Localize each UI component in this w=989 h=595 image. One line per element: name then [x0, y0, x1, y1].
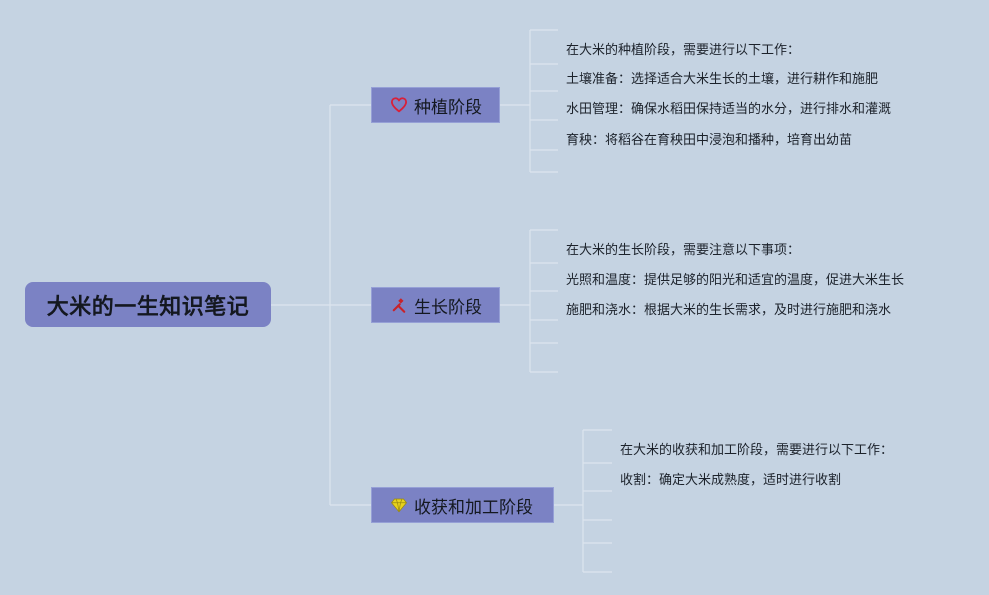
- tools-icon: [390, 296, 408, 314]
- branch-harvest-processing[interactable]: 收获和加工阶段: [371, 487, 554, 523]
- leaf-item: 在大米的生长阶段，需要注意以下事项：: [566, 243, 801, 258]
- heart-icon: [390, 96, 408, 114]
- root-topic-label: 大米的一生知识笔记: [46, 294, 250, 320]
- leaf-item: 在大米的收获和加工阶段，需要进行以下工作：: [620, 443, 894, 458]
- leaf-item: 在大米的种植阶段，需要进行以下工作：: [566, 43, 801, 58]
- leaf-item: 光照和温度：提供足够的阳光和适宜的温度，促进大米生长: [566, 273, 905, 288]
- leaf-item: 收割：确定大米成熟度，适时进行收割: [620, 473, 842, 488]
- branch-growth[interactable]: 生长阶段: [371, 287, 500, 323]
- leaf-item: 土壤准备：选择适合大米生长的土壤，进行耕作和施肥: [566, 72, 879, 87]
- diamond-icon: [390, 496, 408, 514]
- branch-label: 收获和加工阶段: [414, 497, 533, 518]
- branch-label: 种植阶段: [414, 97, 482, 118]
- leaf-item: 施肥和浇水：根据大米的生长需求，及时进行施肥和浇水: [566, 303, 892, 318]
- root-topic[interactable]: 大米的一生知识笔记: [25, 282, 271, 327]
- leaf-item: 水田管理：确保水稻田保持适当的水分，进行排水和灌溉: [566, 102, 892, 117]
- leaf-item: 育秧：将稻谷在育秧田中浸泡和播种，培育出幼苗: [566, 133, 853, 148]
- branch-planting[interactable]: 种植阶段: [371, 87, 500, 123]
- branch-label: 生长阶段: [414, 297, 482, 318]
